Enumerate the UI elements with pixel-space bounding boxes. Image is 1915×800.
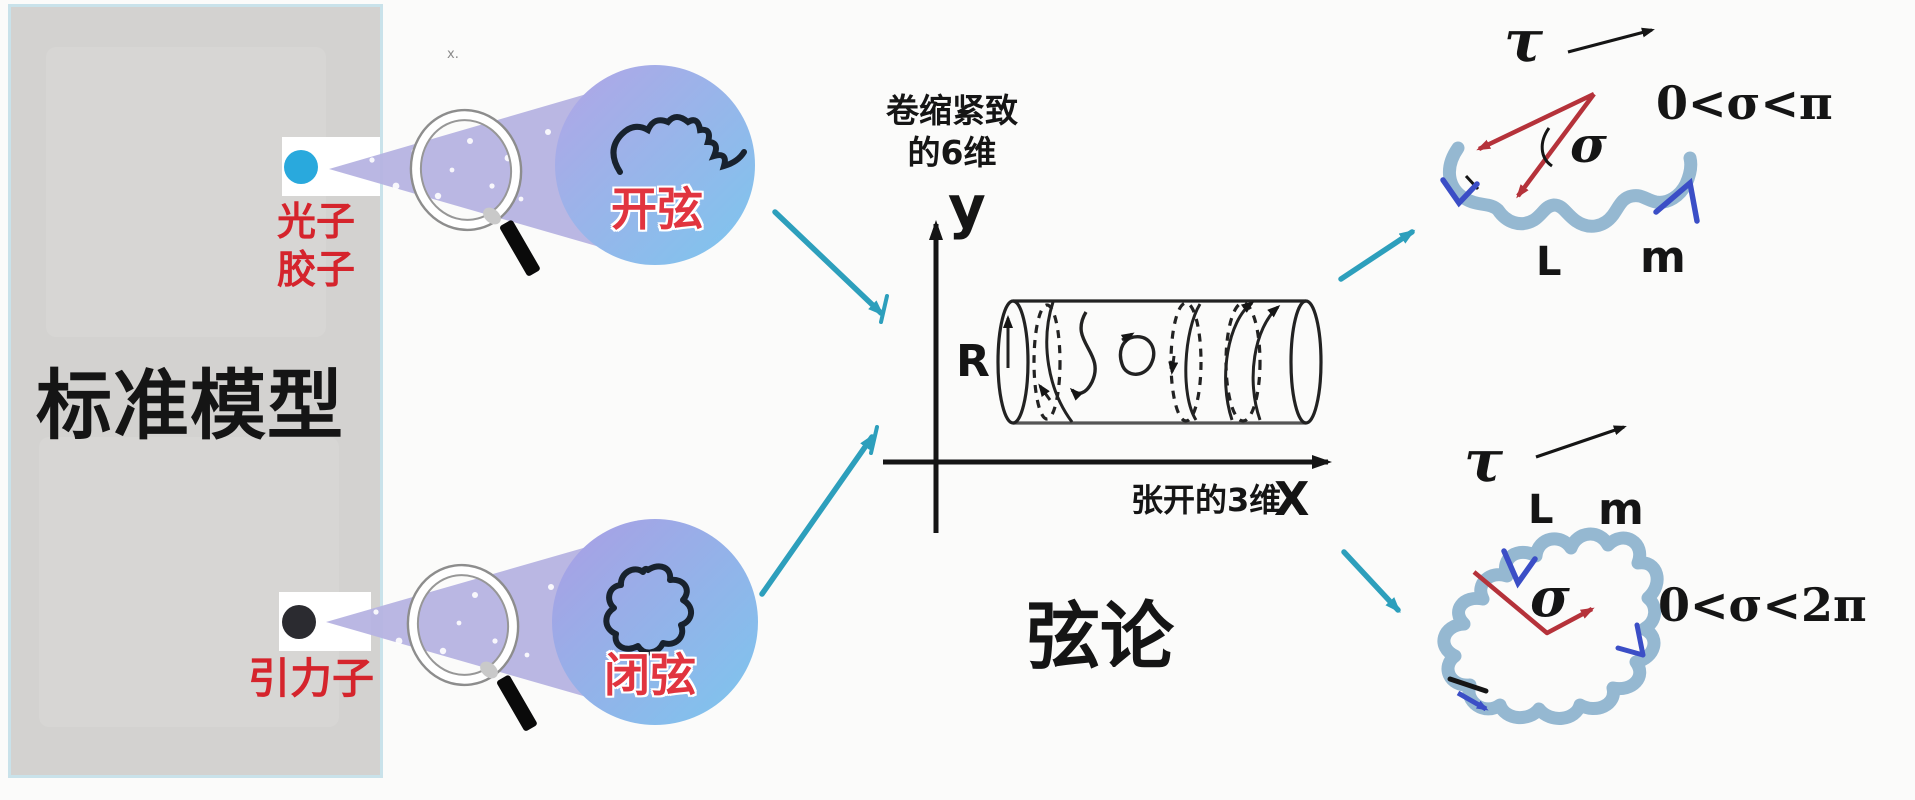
arrow-open-to-axes xyxy=(772,209,884,316)
arrow-tick xyxy=(869,425,879,455)
closed-string-curve xyxy=(603,563,694,656)
arrow-to-open-worldsheet xyxy=(1338,229,1416,282)
winding-arrowhead xyxy=(1168,355,1179,375)
lens-collar xyxy=(480,661,498,679)
winding-arrowhead xyxy=(1038,383,1052,401)
graviton-dot xyxy=(282,605,316,639)
sigma-arrow-1 xyxy=(1476,91,1595,152)
arrow-closed-to-axes xyxy=(759,433,875,597)
lens-ring xyxy=(410,110,522,230)
panel-texture xyxy=(39,437,339,727)
tau-arrow xyxy=(1535,425,1627,459)
magnifier-open xyxy=(409,108,540,276)
magnifier-closed xyxy=(406,563,537,731)
light-cone xyxy=(326,534,632,710)
cylinder-left-cap xyxy=(996,299,1030,425)
zoom-bubble xyxy=(552,519,758,725)
lens-collar xyxy=(483,207,501,225)
sigma-angle-arc xyxy=(1540,127,1553,168)
closed-worldsheet xyxy=(1437,425,1664,725)
winding-dashed-1 xyxy=(1032,303,1062,421)
standard-model-panel xyxy=(8,4,383,778)
closed-string-worldline xyxy=(1437,527,1664,725)
panel-texture xyxy=(46,47,326,337)
moving-string xyxy=(1069,311,1097,401)
open-string-worldline xyxy=(1443,141,1698,233)
direction-marker-bottom xyxy=(1456,690,1489,712)
arrow-to-closed-worldsheet xyxy=(1341,549,1401,613)
lens-outer-rim xyxy=(406,563,520,687)
sigma-arrow xyxy=(1472,570,1595,636)
coordinate-axes xyxy=(883,220,1332,533)
small-loop xyxy=(1118,335,1156,376)
wrapped-string-2 xyxy=(1251,305,1281,421)
wrapped-string-1 xyxy=(1224,301,1255,421)
closed-string-lens xyxy=(552,519,758,725)
lens-inner-rim xyxy=(416,574,510,676)
flow-arrows xyxy=(759,209,1416,613)
winding-dashed-3 xyxy=(1224,301,1262,423)
arrow-tick xyxy=(879,294,889,324)
endpoint-marker-left xyxy=(1440,177,1480,208)
open-string-lens xyxy=(555,65,755,265)
light-cone xyxy=(329,79,638,258)
zoom-bubble xyxy=(555,65,755,265)
lens-outer-rim xyxy=(409,108,523,232)
winding-arc xyxy=(1184,303,1202,421)
loop-arrowhead xyxy=(1120,332,1135,344)
direction-marker-top xyxy=(1501,548,1538,589)
bottom-tick xyxy=(1447,676,1489,694)
tau-arrow xyxy=(1567,27,1655,54)
open-string-curve xyxy=(610,114,747,175)
magnifier-handle xyxy=(500,220,540,276)
magnifier-handle xyxy=(497,675,537,731)
photon-dot xyxy=(284,150,318,184)
cylinder-right-cap xyxy=(1289,299,1323,425)
sigma-arrow-2 xyxy=(1516,92,1596,199)
endpoint-marker-right xyxy=(1653,177,1700,224)
lens-inner-rim xyxy=(419,119,513,221)
compact-cylinder xyxy=(996,299,1323,425)
winding-string-1 xyxy=(1045,301,1074,423)
lens-ring xyxy=(407,565,519,685)
direction-marker-right xyxy=(1615,622,1646,658)
open-worldsheet xyxy=(1440,27,1700,233)
